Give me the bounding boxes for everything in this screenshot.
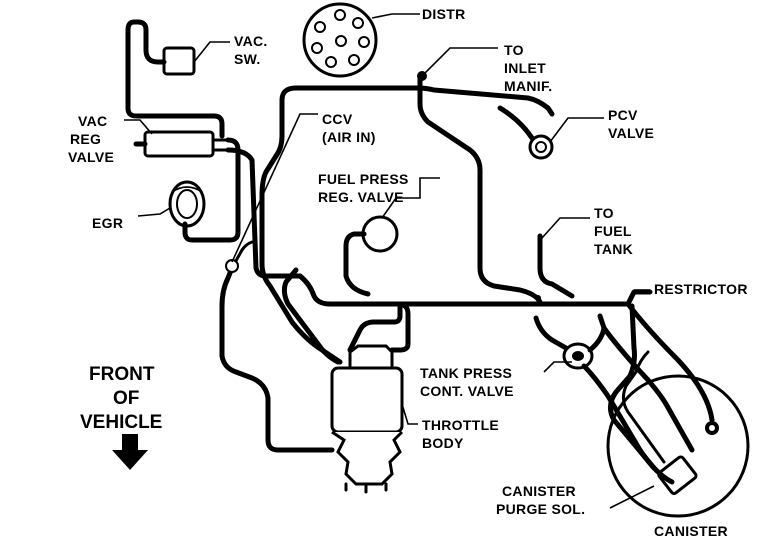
label-distr: DISTR bbox=[422, 6, 466, 22]
label-to-inlet-3: MANIF. bbox=[504, 78, 552, 94]
label-canister: CANISTER bbox=[654, 523, 728, 539]
pcv-valve bbox=[528, 134, 554, 160]
label-purge-2: PURGE SOL. bbox=[496, 501, 585, 517]
throttle-body bbox=[330, 344, 404, 494]
label-tank-press-2: CONT. VALVE bbox=[420, 383, 514, 399]
label-to-inlet-2: INLET bbox=[504, 60, 546, 76]
distributor-cap bbox=[302, 2, 378, 78]
leader-lines bbox=[124, 13, 655, 509]
egr-valve bbox=[168, 180, 206, 228]
label-pcv-2: VALVE bbox=[608, 125, 654, 141]
label-ccv-2: (AIR IN) bbox=[322, 129, 376, 145]
label-to-inlet-1: TO bbox=[504, 42, 524, 58]
label-to-fuel-1: TO bbox=[594, 205, 614, 221]
label-vac-reg-2: REG bbox=[70, 131, 101, 147]
label-vac-sw-2: SW. bbox=[234, 51, 261, 67]
junction-fuel-tank bbox=[535, 295, 541, 301]
canister-purge-solenoid bbox=[657, 455, 698, 495]
label-front-2: OF bbox=[113, 388, 139, 409]
label-throttle-2: BODY bbox=[422, 435, 464, 451]
junction-ccv bbox=[225, 259, 239, 273]
label-tank-press-1: TANK PRESS bbox=[420, 365, 512, 381]
vacuum-hoses bbox=[125, 19, 715, 485]
label-front-3: VEHICLE bbox=[80, 412, 162, 433]
label-ccv-1: CCV bbox=[322, 111, 353, 127]
label-pcv-1: PCV bbox=[608, 107, 638, 123]
label-fuel-press-2: REG. VALVE bbox=[318, 189, 404, 205]
label-fuel-press-1: FUEL PRESS bbox=[318, 171, 409, 187]
label-purge-1: CANISTER bbox=[502, 483, 576, 499]
label-restrictor: RESTRICTOR bbox=[654, 281, 748, 297]
label-egr: EGR bbox=[92, 215, 123, 231]
canister bbox=[606, 374, 750, 518]
label-vac-sw-1: VAC. bbox=[234, 33, 268, 49]
label-to-fuel-3: TANK bbox=[594, 241, 633, 257]
label-front-1: FRONT bbox=[89, 364, 155, 385]
vac-switch bbox=[162, 46, 196, 76]
arrow-down-icon bbox=[112, 434, 148, 470]
label-throttle-1: THROTTLE bbox=[422, 417, 499, 433]
label-to-fuel-2: FUEL bbox=[594, 223, 632, 239]
label-vac-reg-3: VALVE bbox=[68, 149, 114, 165]
fuel-press-reg-valve bbox=[361, 215, 399, 253]
vac-reg-valve bbox=[143, 130, 230, 158]
label-vac-reg-1: VAC bbox=[78, 113, 107, 129]
